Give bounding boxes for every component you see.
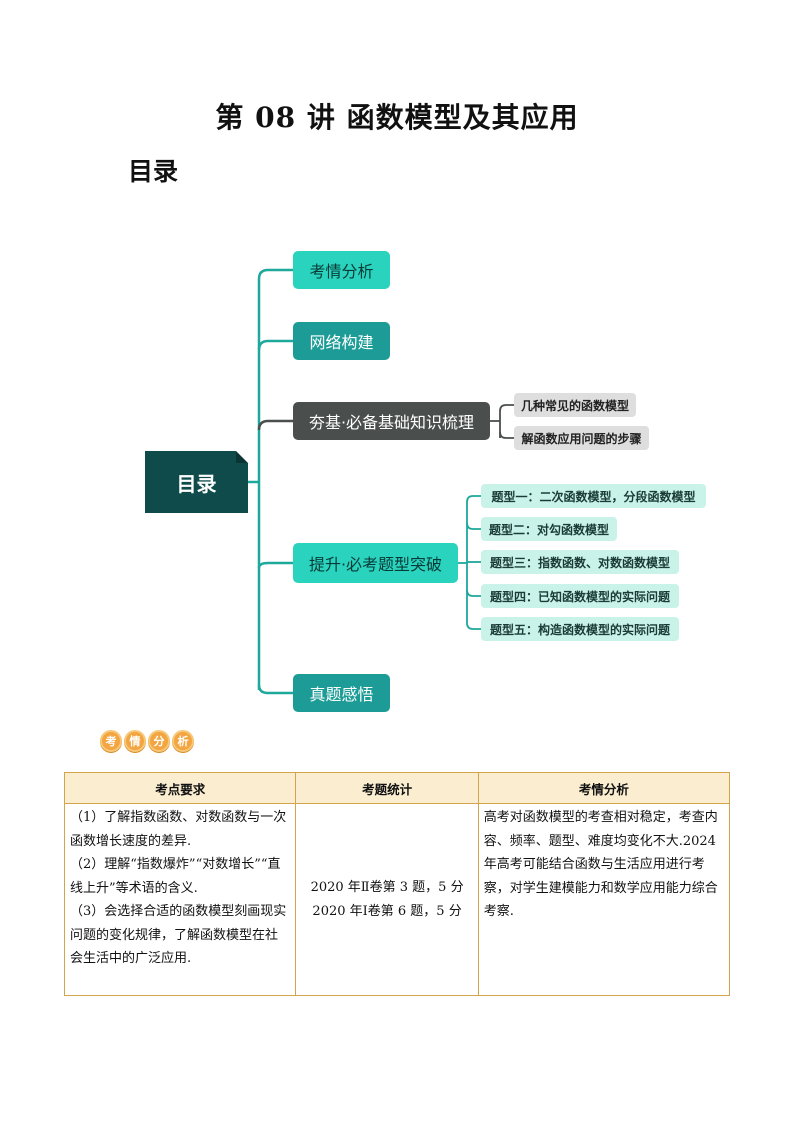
- stat-item: 2020 年Ⅱ卷第 3 题，5 分: [310, 880, 464, 895]
- branch-basics[interactable]: 夯基·必备基础知识梳理: [293, 402, 490, 440]
- header-analysis: 考情分析: [477, 772, 731, 804]
- requirement-item: （1）了解指数函数、对数函数与一次函数增长速度的差异.: [70, 810, 287, 849]
- toc-heading: 目录: [128, 157, 179, 186]
- requirements-cell: （1）了解指数函数、对数函数与一次函数增长速度的差异. （2）理解“指数爆炸”“…: [63, 803, 297, 996]
- leaf-common-models[interactable]: 几种常见的函数模型: [514, 393, 636, 417]
- branch-network[interactable]: 网络构建: [293, 322, 390, 360]
- header-requirements: 考点要求: [63, 772, 297, 804]
- analysis-table: 考点要求 考题统计 考情分析 （1）了解指数函数、对数函数与一次函数增长速度的差…: [63, 772, 731, 996]
- table-header-row: 考点要求 考题统计 考情分析: [63, 772, 731, 804]
- branch-question-types[interactable]: 提升·必考题型突破: [293, 543, 458, 583]
- badge-char: 情: [124, 730, 146, 752]
- stat-item: 2020 年Ⅰ卷第 6 题，5 分: [312, 903, 462, 919]
- stats-cell: 2020 年Ⅱ卷第 3 题，5 分 2020 年Ⅰ卷第 6 题，5 分: [295, 803, 479, 996]
- mindmap-root-label: 目录: [176, 471, 217, 496]
- page-title: 第 08 讲 函数模型及其应用: [215, 101, 579, 134]
- badge-char: 考: [100, 730, 122, 752]
- header-stats: 考题统计: [295, 772, 479, 804]
- leaf-type-1[interactable]: 题型一：二次函数模型，分段函数模型: [481, 484, 706, 508]
- leaf-solution-steps[interactable]: 解函数应用问题的步骤: [514, 426, 649, 450]
- analysis-text: 高考对函数模型的考查相对稳定，考查内容、频率、题型、难度均变化不大.2024 年…: [483, 810, 718, 919]
- requirement-item: （2）理解“指数爆炸”“对数增长”“直线上升”等术语的含义.: [70, 857, 281, 896]
- mindmap-connectors: [248, 268, 514, 695]
- badge-char: 析: [172, 730, 194, 752]
- badge-char: 分: [148, 730, 170, 752]
- leaf-type-3[interactable]: 题型三：指数函数、对数函数模型: [481, 550, 679, 574]
- table-row: （1）了解指数函数、对数函数与一次函数增长速度的差异. （2）理解“指数爆炸”“…: [63, 803, 731, 996]
- leaf-type-4[interactable]: 题型四：已知函数模型的实际问题: [481, 584, 679, 608]
- mindmap-root: 目录: [145, 451, 248, 513]
- requirement-item: （3）会选择合适的函数模型刻画现实问题的变化规律，了解函数模型在社会生活中的广泛…: [70, 904, 287, 966]
- branch-exam-analysis[interactable]: 考情分析: [293, 251, 390, 289]
- analysis-cell: 高考对函数模型的考查相对稳定，考查内容、频率、题型、难度均变化不大.2024 年…: [477, 803, 731, 996]
- branch-real-exams[interactable]: 真题感悟: [293, 674, 390, 712]
- leaf-type-5[interactable]: 题型五：构造函数模型的实际问题: [481, 617, 679, 641]
- exam-analysis-badge: 考 情 分 析: [100, 730, 194, 752]
- leaf-type-2[interactable]: 题型二：对勾函数模型: [481, 517, 617, 541]
- mindmap: 目录 考情分析 网络构建 夯基·必备基础知识梳理 提升·必考题型突破 真题感悟 …: [145, 251, 706, 712]
